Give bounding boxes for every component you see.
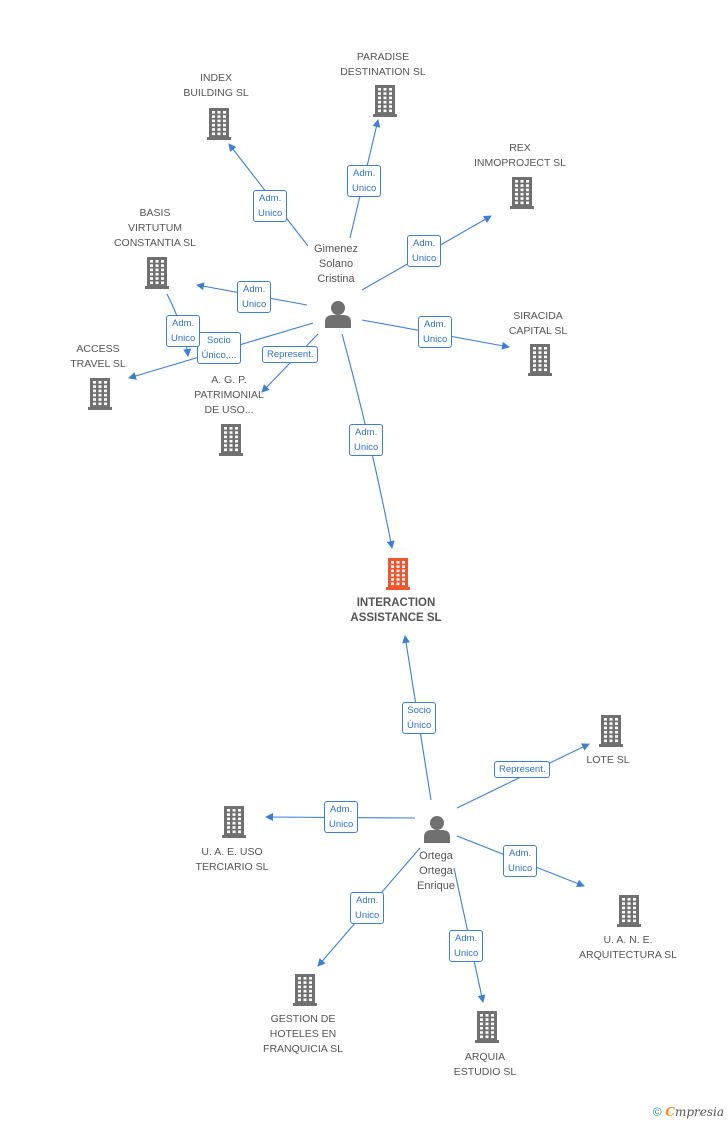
brand-initial: C — [665, 1105, 675, 1119]
node-label-rex: REX INMOPROJECT SL — [474, 142, 566, 169]
node-label-arquia: ARQUIA ESTUDIO SL — [453, 1051, 517, 1078]
building-icon — [293, 974, 317, 1006]
building-icon — [222, 806, 246, 838]
building-icon — [510, 177, 534, 209]
person-icon — [325, 301, 351, 328]
building-icon — [617, 895, 641, 927]
edge-label-gimenez-basis[interactable]: Adm. Unico — [237, 281, 272, 313]
building-icon — [145, 257, 169, 289]
edge-label-gimenez-interaction[interactable]: Adm. Unico — [349, 424, 384, 456]
edge-label-gimenez-index[interactable]: Adm. Unico — [253, 190, 288, 222]
edge-label-ortega-arquia[interactable]: Adm. Unico — [449, 930, 484, 962]
edge-label-gimenez-paradise[interactable]: Adm. Unico — [347, 165, 382, 197]
building-icon — [219, 424, 243, 456]
edge-label-ortega-interaction[interactable]: Socio Único — [402, 702, 437, 734]
node-label-index: INDEX BUILDING SL — [183, 72, 249, 99]
node-label-ortega: Ortega Ortega Enrique — [417, 850, 455, 892]
node-label-agp: A. G. P. PATRIMONIAL DE USO... — [194, 374, 264, 416]
edge-label-gimenez-rex[interactable]: Adm. Unico — [407, 235, 442, 267]
copyright-symbol: © — [652, 1105, 662, 1119]
building-icon — [88, 378, 112, 410]
building-icon — [373, 85, 397, 117]
building-icon — [528, 344, 552, 376]
brand-name: mpresia — [674, 1105, 724, 1119]
node-label-gestion: GESTION DE HOTELES EN FRANQUICIA SL — [263, 1013, 343, 1055]
node-label-lote: LOTE SL — [586, 754, 630, 766]
node-label-siracida: SIRACIDA CAPITAL SL — [508, 310, 568, 337]
brand-watermark: © Cmpresia — [653, 1105, 724, 1119]
node-label-uae: U. A. E. USO TERCIARIO SL — [195, 846, 269, 873]
edge-label-basis-access[interactable]: Adm. Unico — [166, 315, 201, 347]
node-label-uane: U. A. N. E. ARQUITECTURA SL — [578, 934, 678, 961]
building-icon — [207, 108, 231, 140]
edge-label-gimenez-agp[interactable]: Represent. — [262, 345, 319, 363]
node-label-paradise: PARADISE DESTINATION SL — [340, 51, 426, 78]
edge-label-gimenez-access[interactable]: Socio Único,... — [196, 332, 242, 364]
node-label-gimenez: Gimenez Solano Cristina — [313, 243, 359, 285]
person-icon — [424, 816, 450, 843]
building-icon — [599, 715, 623, 747]
edge-label-ortega-uae[interactable]: Adm. Unico — [324, 801, 359, 833]
edge-gimenez-agp — [261, 333, 319, 393]
building-highlight-icon — [386, 558, 410, 590]
edge-label-gimenez-siracida[interactable]: Adm. Unico — [418, 316, 453, 348]
building-icon — [475, 1011, 499, 1043]
edge-label-ortega-uane[interactable]: Adm. Unico — [503, 845, 538, 877]
edge-label-ortega-gestion[interactable]: Adm. Unico — [350, 892, 385, 924]
node-label-basis: BASIS VIRTUTUM CONSTANTIA SL — [113, 207, 197, 249]
node-label-interaction: INTERACTION ASSISTANCE SL — [350, 597, 442, 624]
node-label-access: ACCESS TRAVEL SL — [70, 343, 126, 370]
edge-label-ortega-lote[interactable]: Represent. — [494, 760, 551, 778]
